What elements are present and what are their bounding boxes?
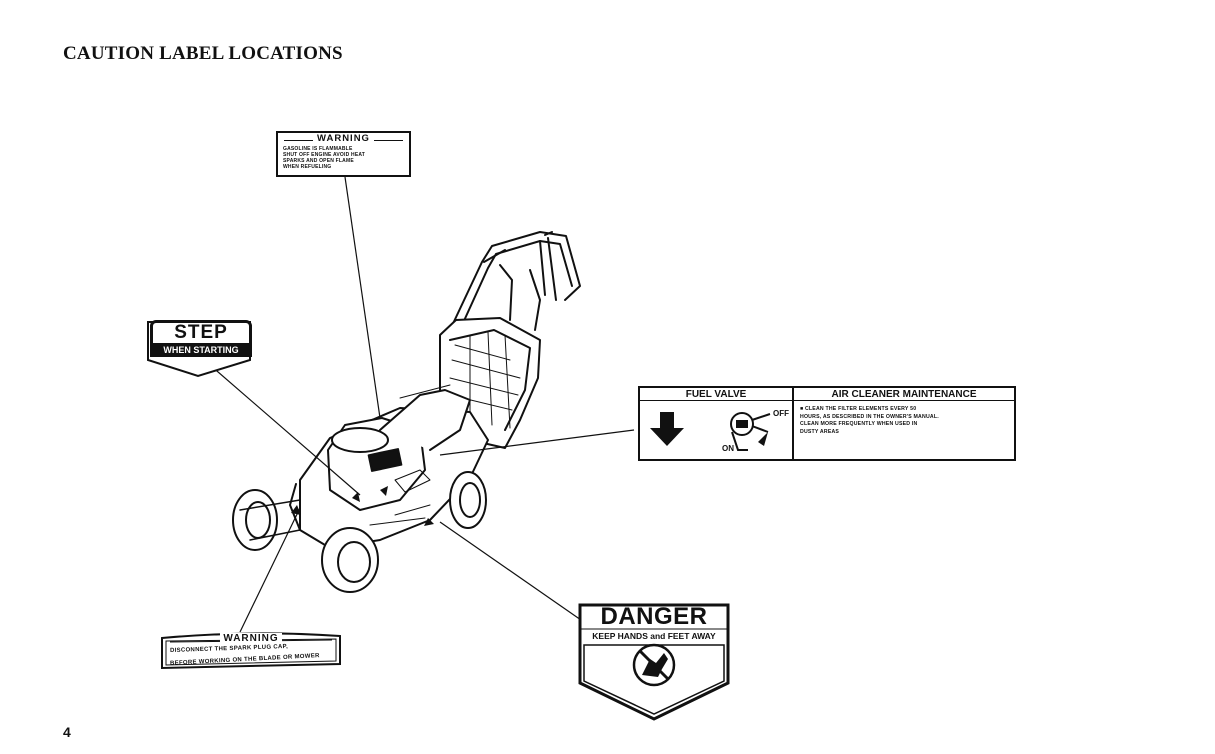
divider [792, 388, 794, 459]
danger-shape [578, 603, 730, 721]
fuel-air-cleaner-label: FUEL VALVE AIR CLEANER MAINTENANCE OFF O… [638, 386, 1016, 461]
fuel-valve-icon [730, 412, 771, 451]
warning-text: GASOLINE IS FLAMMABLE SHUT OFF ENGINE AV… [283, 146, 366, 171]
danger-subtitle: KEEP HANDS and FEET AWAY [592, 631, 716, 641]
hand-blade-prohibited-icon [632, 643, 676, 687]
fuel-valve-title: FUEL VALVE [685, 389, 747, 400]
valve-off-label: OFF [773, 409, 789, 418]
warning-heading: WARNING [313, 133, 374, 144]
divider [640, 400, 1014, 401]
down-arrow-icon [650, 412, 771, 451]
air-cleaner-title: AIR CLEANER MAINTENANCE [831, 389, 977, 400]
step-word: STEP [150, 320, 252, 346]
danger-word: DANGER [600, 603, 708, 630]
step-subtitle: WHEN STARTING [150, 343, 252, 357]
spark-plug-warning-label: WARNING DISCONNECT THE SPARK PLUG CAP, B… [160, 632, 342, 670]
valve-on-label: ON [722, 444, 734, 453]
warning-heading: WARNING [220, 633, 282, 644]
page-number: 4 [63, 724, 71, 740]
gasoline-warning-label: WARNING GASOLINE IS FLAMMABLE SHUT OFF E… [276, 131, 411, 177]
page-title: CAUTION LABEL LOCATIONS [63, 43, 343, 64]
air-cleaner-text: ■ CLEAN THE FILTER ELEMENTS EVERY 50 HOU… [800, 406, 939, 435]
danger-keep-hands-label: DANGER KEEP HANDS and FEET AWAY [578, 603, 730, 721]
